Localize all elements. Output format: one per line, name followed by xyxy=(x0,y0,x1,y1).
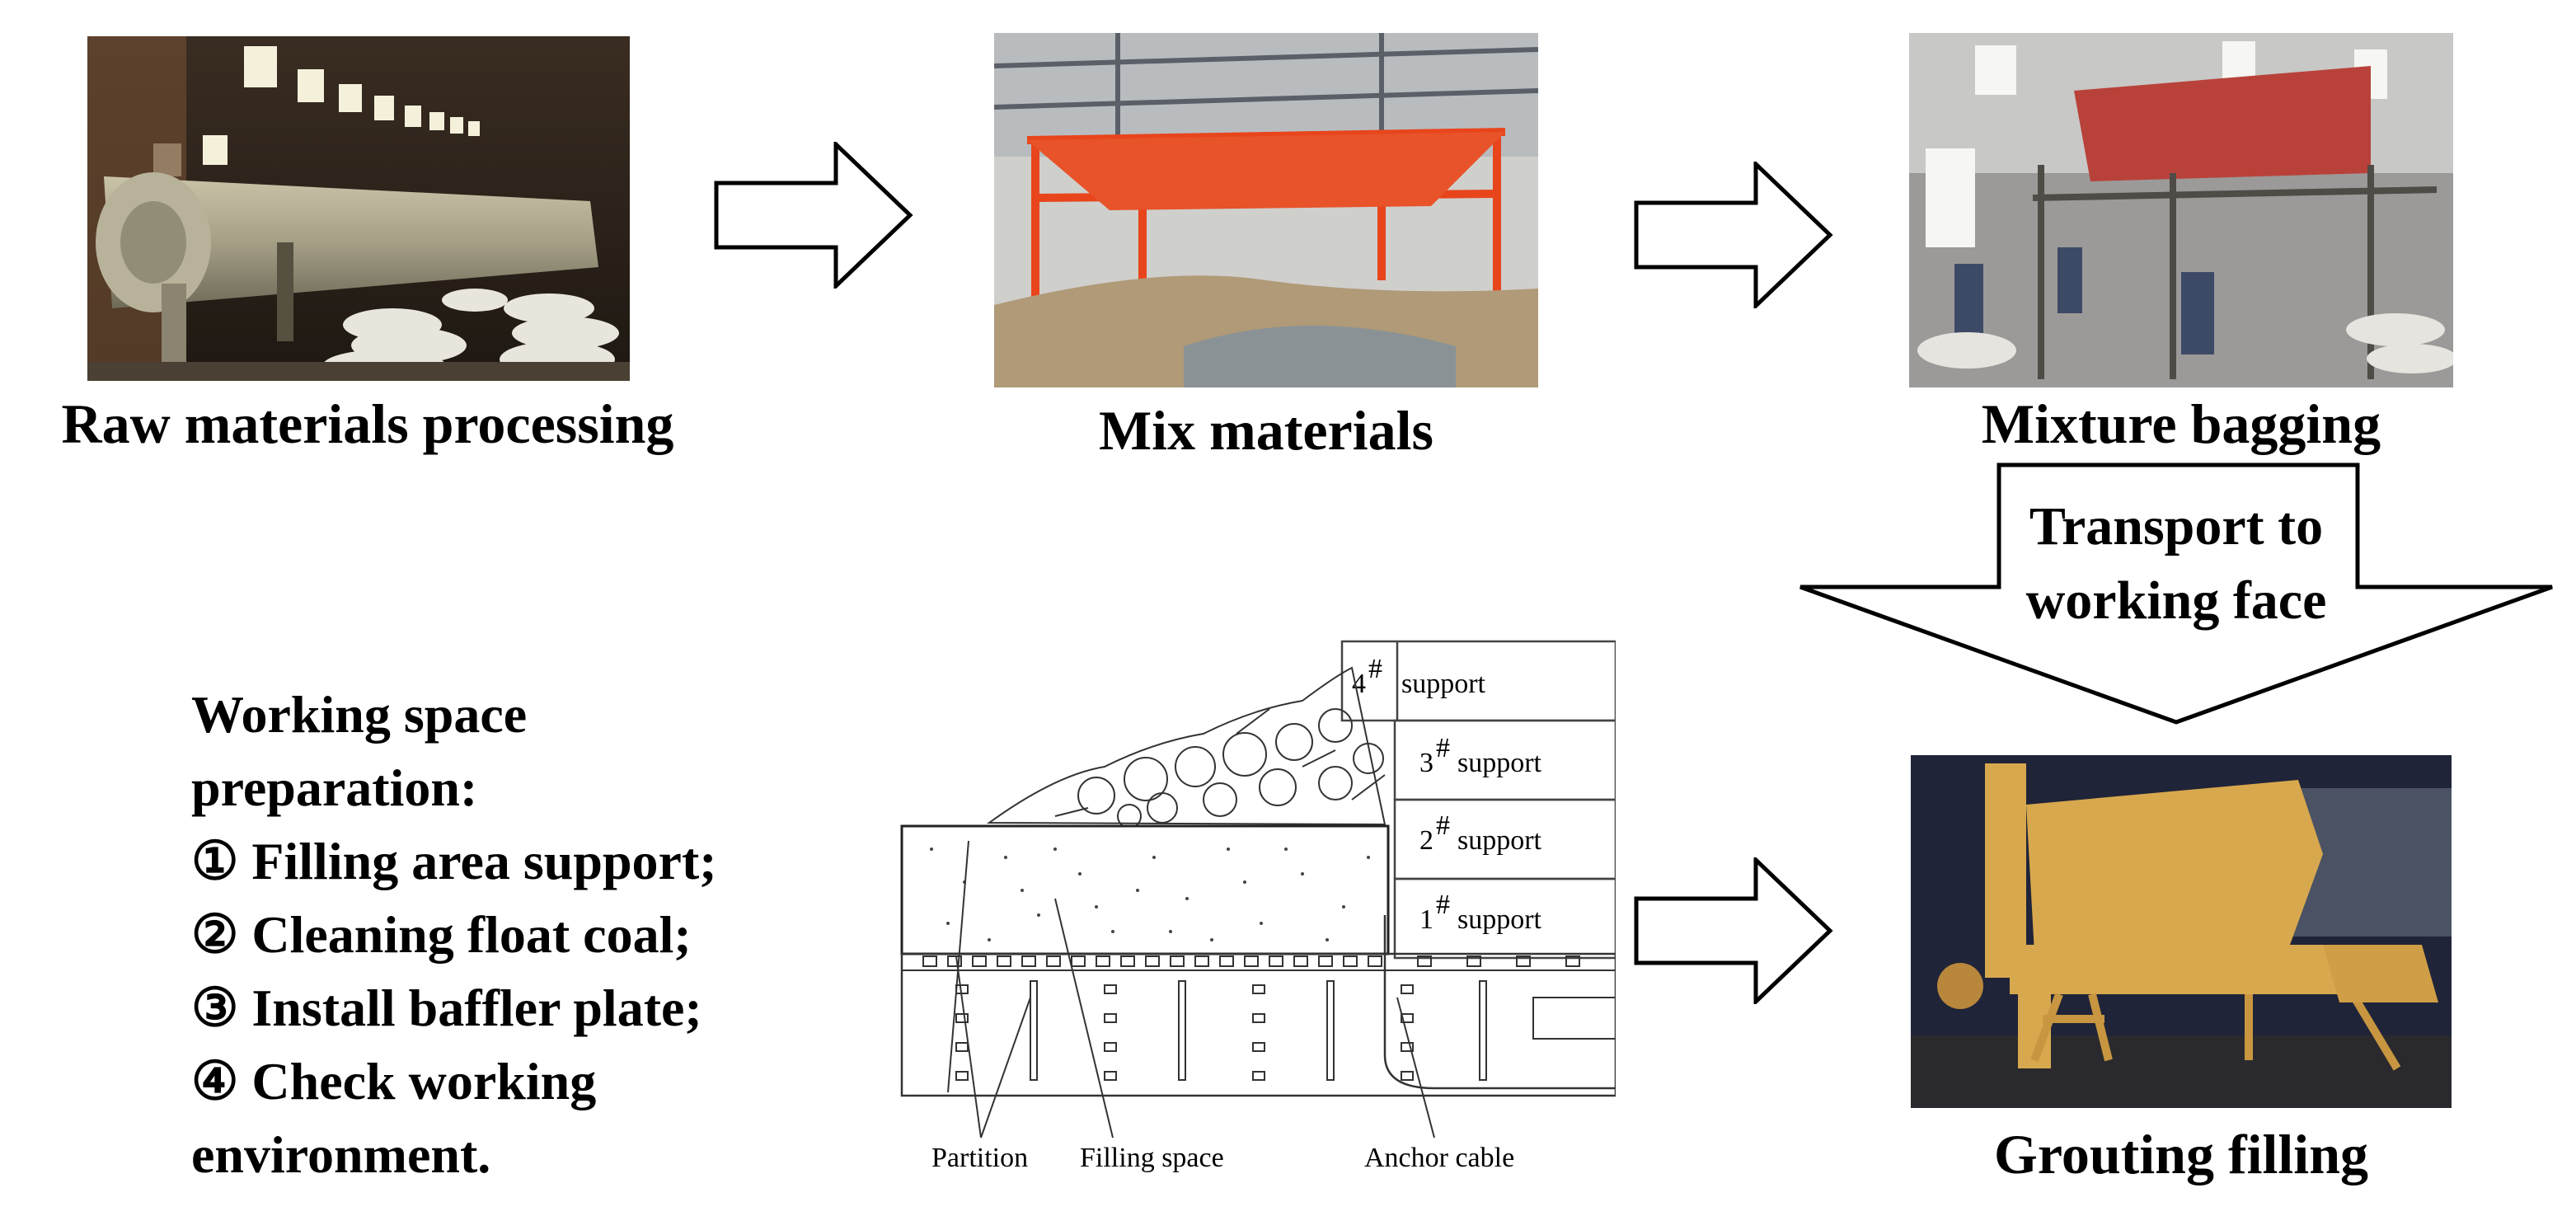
raw-materials-photo xyxy=(87,36,630,381)
prep-line: ③ Install baffler plate; xyxy=(191,979,702,1037)
svg-text:support: support xyxy=(1401,669,1486,699)
svg-text:support: support xyxy=(1457,825,1542,856)
right-arrow-1 xyxy=(714,142,913,289)
svg-text:#: # xyxy=(1436,890,1450,920)
prep-line: Working space xyxy=(191,685,528,744)
transport-line-1: Transport to xyxy=(2029,496,2323,556)
mixture-bagging-photo xyxy=(1909,33,2453,387)
grouting-filling-photo xyxy=(1911,755,2452,1108)
svg-text:support: support xyxy=(1457,904,1542,935)
right-arrow-3 xyxy=(1634,857,1833,1004)
down-arrow-transport: Transport to working face xyxy=(1797,462,2555,725)
caption-mix-materials: Mix materials xyxy=(1099,399,1433,462)
support-1-label: 1 # support xyxy=(1419,890,1542,935)
prep-line: environment. xyxy=(191,1125,491,1184)
svg-text:#: # xyxy=(1436,733,1450,763)
filling-diagram: 4 # support 3 # support 2 # support 1 # … xyxy=(890,610,1616,1208)
svg-text:3: 3 xyxy=(1419,748,1433,778)
caption-raw-materials: Raw materials processing xyxy=(61,392,674,455)
caved-rock xyxy=(986,666,1387,829)
svg-text:support: support xyxy=(1457,748,1542,778)
label-partition: Partition xyxy=(931,1143,1028,1173)
support-3-label: 3 # support xyxy=(1419,733,1542,778)
svg-text:#: # xyxy=(1368,654,1382,684)
label-anchor-cable: Anchor cable xyxy=(1364,1143,1514,1173)
transport-line-2: working face xyxy=(2026,570,2327,631)
caption-grouting-filling: Grouting filling xyxy=(1993,1123,2369,1185)
svg-text:1: 1 xyxy=(1419,904,1433,935)
svg-text:2: 2 xyxy=(1419,825,1433,856)
preparation-list: Working space preparation: ① Filling are… xyxy=(191,678,717,1191)
prep-line: ④ Check working xyxy=(191,1052,597,1110)
svg-text:4: 4 xyxy=(1352,669,1366,699)
support-4-label: 4 # support xyxy=(1352,654,1486,699)
prep-line: ② Cleaning float coal; xyxy=(191,905,692,964)
support-2-label: 2 # support xyxy=(1419,810,1542,856)
svg-text:#: # xyxy=(1436,810,1450,841)
prep-line: ① Filling area support; xyxy=(191,832,717,890)
prep-line: preparation: xyxy=(191,758,478,817)
right-arrow-2 xyxy=(1634,162,1833,308)
mix-materials-photo xyxy=(994,33,1538,387)
caption-mixture-bagging: Mixture bagging xyxy=(1981,392,2381,455)
label-filling-space: Filling space xyxy=(1080,1143,1224,1173)
